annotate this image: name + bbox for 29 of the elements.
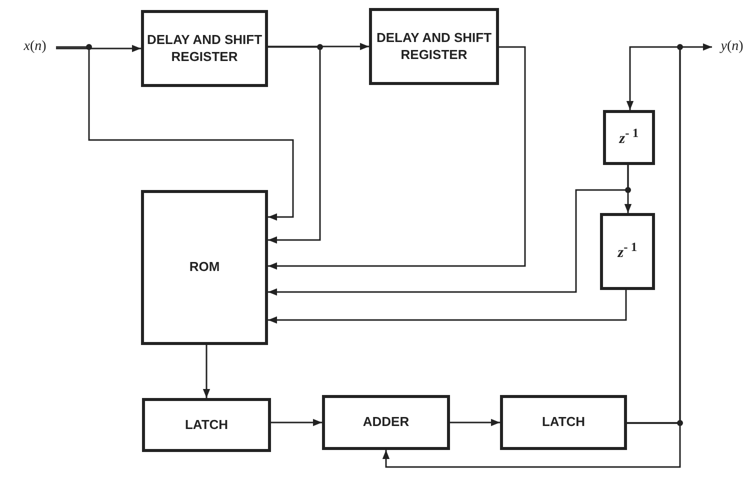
arrow [268,42,369,50]
block-label: LATCH [184,416,228,434]
block-label: ROM [189,259,220,276]
block-box [142,398,271,452]
block-box [500,395,627,450]
arrow [626,46,681,424]
arrow [56,46,294,221]
block-box [369,8,499,85]
block-box [141,190,268,345]
block-label: LATCH [542,414,586,431]
arrow [450,418,500,426]
arrow [268,46,321,244]
block-label: DELAY AND SHIFT REGISTER [146,32,264,65]
delay-label: z$^{- 1}$ [618,240,638,263]
arrow [56,44,141,52]
block-box [322,395,450,450]
delay-label: z$^{- 1}$ [619,126,639,149]
arrow [271,418,322,426]
delay-box [600,213,655,290]
arrow [202,345,210,398]
arrow [268,165,629,296]
block-box [141,10,268,87]
block-label: ADDER [362,414,410,431]
signal-label: y(n) [712,38,752,56]
arrow [268,46,526,270]
delay-box [603,110,655,165]
arrow [268,290,627,324]
block-label: DELAY AND SHIFT REGISTER [375,30,493,63]
signal-label: x(n) [14,38,56,56]
